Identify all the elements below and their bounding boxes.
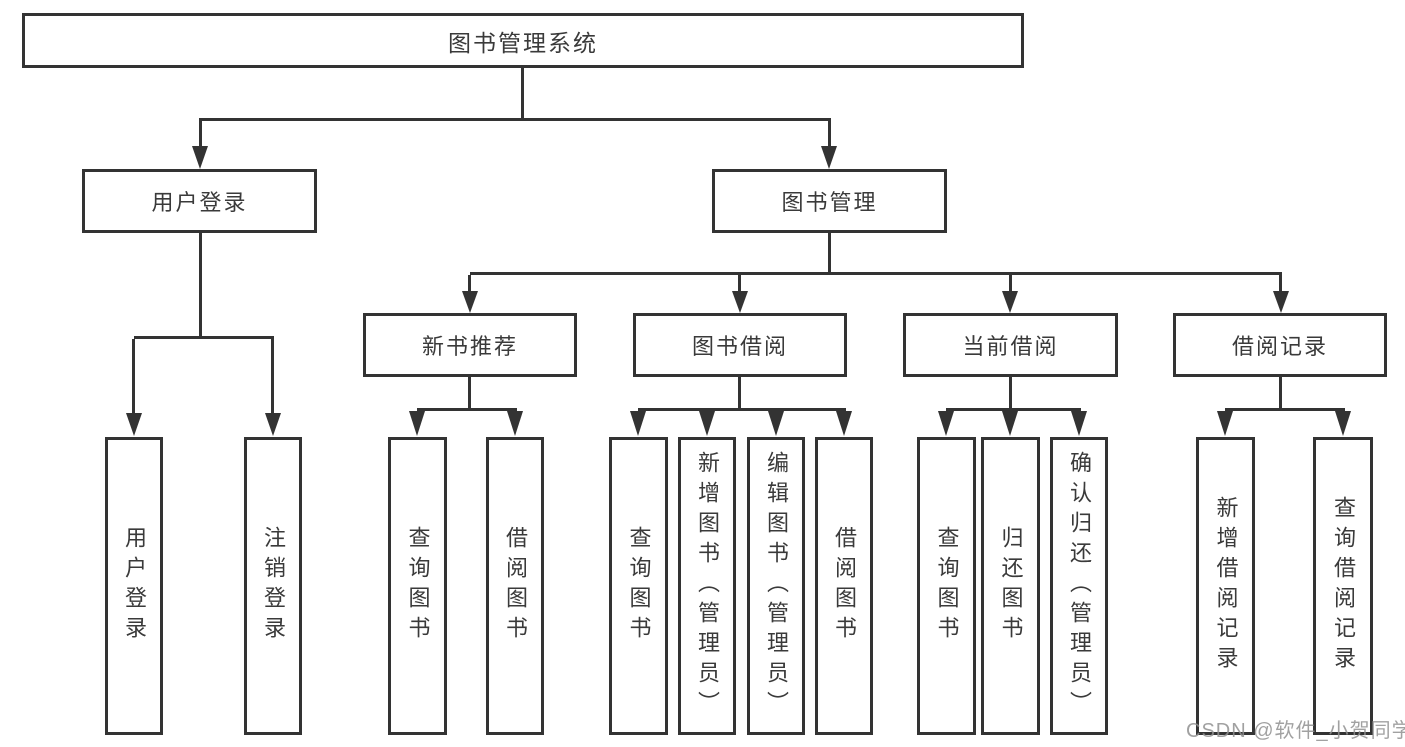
leaf-label: 归还图书 [998, 526, 1024, 646]
leaf-label: 查询借阅记录 [1331, 496, 1356, 676]
connector-line [1009, 275, 1012, 293]
leaf-label: 用户登录 [122, 526, 147, 646]
node-label: 用户登录 [151, 190, 248, 215]
arrow-down-icon [1071, 411, 1087, 436]
connector-line [271, 339, 274, 415]
node-label: 借阅记录 [1231, 334, 1328, 359]
arrow-down-icon [507, 411, 523, 436]
connector-line [521, 68, 524, 120]
leaf-user-login: 用户登录 [105, 437, 163, 735]
leaf-records-add-record: 新增借阅记录 [1196, 437, 1255, 735]
arrow-down-icon [265, 413, 281, 436]
leaf-label: 确认归还（管理员） [1067, 451, 1092, 721]
leaf-label: 编辑图书（管理员） [764, 451, 789, 721]
leaf-records-query-record: 查询借阅记录 [1313, 437, 1373, 735]
csdn-watermark: CSDN @软件_小贺同学 [1186, 720, 1405, 742]
leaf-borrow-add-book-admin: 新增图书（管理员） [678, 437, 736, 735]
arrow-down-icon [462, 291, 478, 313]
connector-line [199, 233, 202, 339]
connector-line [132, 339, 135, 415]
leaf-current-query-book: 查询图书 [917, 437, 976, 735]
leaf-rec-query-book: 查询图书 [388, 437, 447, 735]
leaf-current-confirm-return-admin: 确认归还（管理员） [1050, 437, 1108, 735]
node-borrow-records: 借阅记录 [1173, 313, 1387, 377]
arrow-down-icon [409, 411, 425, 436]
arrow-down-icon [1002, 411, 1018, 436]
node-label: 当前借阅 [962, 334, 1059, 359]
connector-line [638, 408, 846, 411]
leaf-label: 查询图书 [934, 526, 960, 646]
arrow-down-icon [938, 411, 954, 436]
arrow-down-icon [732, 291, 748, 313]
connector-line [134, 336, 274, 339]
leaf-borrow-borrow-book: 借阅图书 [815, 437, 873, 735]
arrow-down-icon [836, 411, 852, 436]
arrow-down-icon [699, 411, 715, 436]
node-book-borrow: 图书借阅 [633, 313, 847, 377]
connector-line [946, 408, 1081, 411]
node-label: 新书推荐 [421, 334, 518, 359]
node-library-system: 图书管理系统 [22, 13, 1024, 68]
connector-line [470, 272, 1282, 275]
connector-line [738, 377, 741, 410]
leaf-label: 新增图书（管理员） [695, 451, 720, 721]
connector-line [199, 121, 202, 149]
leaf-logout: 注销登录 [244, 437, 302, 735]
leaf-rec-borrow-book: 借阅图书 [486, 437, 544, 735]
connector-line [417, 408, 517, 411]
connector-line [828, 121, 831, 149]
leaf-label: 查询图书 [626, 526, 652, 646]
arrow-down-icon [126, 413, 142, 436]
node-label: 图书管理 [781, 190, 878, 215]
leaf-current-return-book: 归还图书 [981, 437, 1040, 735]
arrow-down-icon [1335, 411, 1351, 436]
connector-line [738, 275, 741, 293]
arrow-down-icon [768, 411, 784, 436]
arrow-down-icon [821, 146, 837, 169]
connector-line [199, 118, 831, 121]
node-new-book-recommend: 新书推荐 [363, 313, 577, 377]
node-current-borrow: 当前借阅 [903, 313, 1118, 377]
arrow-down-icon [1217, 411, 1233, 436]
arrow-down-icon [630, 411, 646, 436]
node-label: 图书借阅 [691, 334, 788, 359]
leaf-label: 注销登录 [261, 526, 286, 646]
leaf-borrow-query-book: 查询图书 [609, 437, 668, 735]
connector-line [1225, 408, 1345, 411]
leaf-borrow-edit-book-admin: 编辑图书（管理员） [747, 437, 805, 735]
connector-line [1279, 275, 1282, 293]
node-label: 图书管理系统 [448, 29, 598, 56]
node-user-login: 用户登录 [82, 169, 317, 233]
connector-line [468, 377, 471, 410]
node-book-management: 图书管理 [712, 169, 947, 233]
leaf-label: 借阅图书 [832, 526, 857, 646]
arrow-down-icon [1002, 291, 1018, 313]
arrow-down-icon [1273, 291, 1289, 313]
connector-line [1279, 377, 1282, 410]
connector-line [1009, 377, 1012, 410]
connector-line [828, 233, 831, 274]
leaf-label: 借阅图书 [503, 526, 528, 646]
leaf-label: 新增借阅记录 [1213, 496, 1239, 676]
arrow-down-icon [192, 146, 208, 169]
leaf-label: 查询图书 [405, 526, 431, 646]
connector-line [468, 275, 471, 293]
